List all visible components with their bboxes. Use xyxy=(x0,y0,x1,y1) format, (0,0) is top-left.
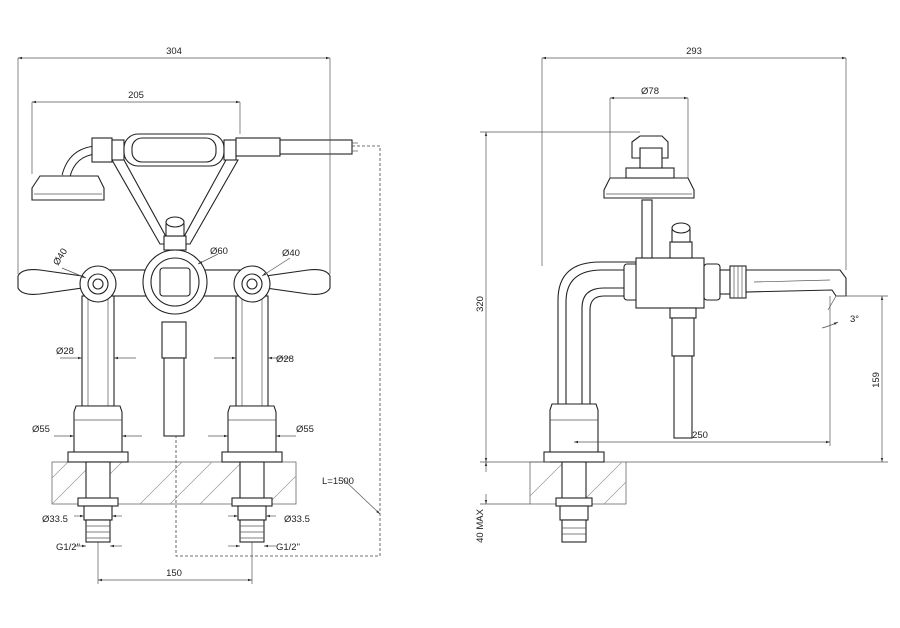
thread-right: G1/2" xyxy=(276,542,300,553)
mixer-body-front xyxy=(103,249,251,315)
thread-left: G1/2" xyxy=(56,542,80,553)
dim-spout-reach: 250 xyxy=(692,430,708,441)
lower-pipe-side xyxy=(669,307,697,439)
dim-flange-right: Ø55 xyxy=(296,424,314,435)
left-valve-leg xyxy=(67,295,129,543)
dim-overall-depth: 293 xyxy=(686,46,702,57)
spout-front xyxy=(161,321,187,437)
dim-leg-right: Ø28 xyxy=(276,354,294,365)
dim-deck-thickness: 40 MAX xyxy=(475,508,486,542)
hose-length: L=1500 xyxy=(322,476,354,487)
spout-side xyxy=(745,269,847,297)
dimension-lines-front xyxy=(17,56,381,584)
mixer-body-side xyxy=(623,257,747,309)
dim-spout-angle: 3° xyxy=(850,314,859,325)
dim-shank-left: Ø33.5 xyxy=(42,514,68,525)
dim-body: Ø60 xyxy=(210,246,228,257)
diverter-knob-side xyxy=(669,222,693,259)
dim-handshower-head: Ø78 xyxy=(641,86,659,97)
column-side xyxy=(543,261,637,543)
handshower-front xyxy=(31,133,358,201)
dim-height: 320 xyxy=(475,296,486,312)
dimension-lines-side xyxy=(480,56,888,505)
front-view: 304 205 Ø40 Ø60 Ø40 Ø28 Ø28 Ø55 Ø55 Ø33.… xyxy=(17,46,381,584)
right-lever-handle xyxy=(233,265,331,303)
left-lever-handle xyxy=(17,265,117,303)
dim-flange-left: Ø55 xyxy=(32,424,50,435)
dim-shank-right: Ø33.5 xyxy=(284,514,310,525)
side-view: 293 Ø78 320 3° 159 250 40 MAX xyxy=(475,46,888,543)
right-valve-leg xyxy=(221,295,283,543)
dim-spout-height: 159 xyxy=(871,372,882,388)
hose-length-line xyxy=(175,145,381,557)
dim-leg-left: Ø28 xyxy=(56,346,74,357)
handshower-side xyxy=(603,135,695,259)
dim-handshower: 205 xyxy=(128,90,144,101)
diverter-knob-front xyxy=(163,216,187,251)
dim-overall-width: 304 xyxy=(166,46,182,57)
dim-centers: 150 xyxy=(166,568,182,579)
dim-inlet-right: Ø40 xyxy=(282,248,300,259)
dim-inlet-left: Ø40 xyxy=(51,247,70,268)
